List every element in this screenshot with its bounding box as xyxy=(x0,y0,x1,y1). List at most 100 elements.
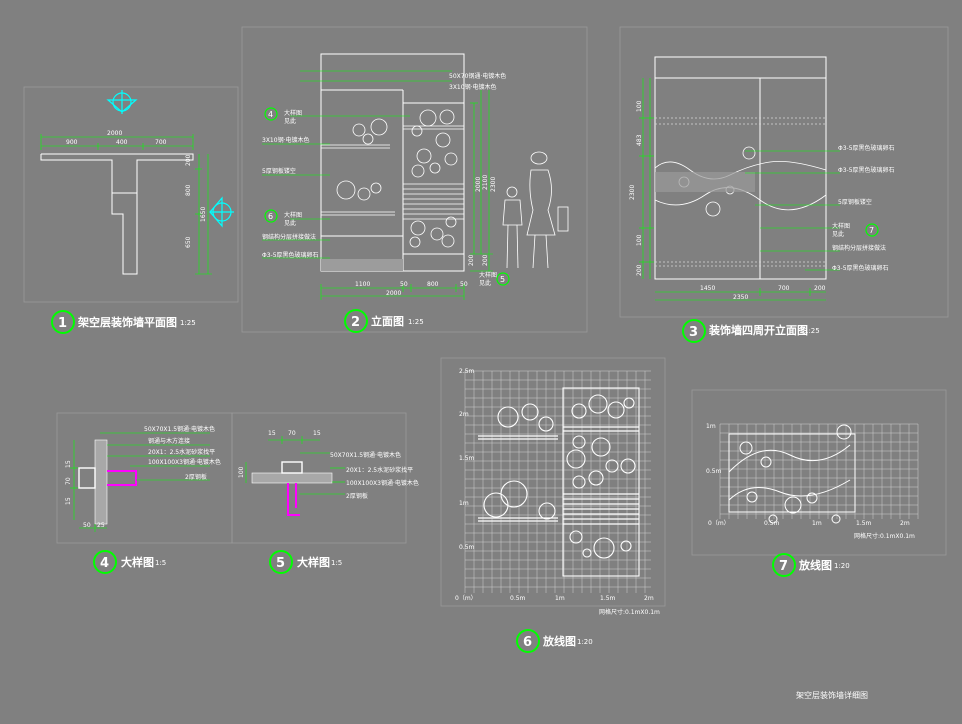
callout-number: 7 xyxy=(869,226,874,235)
unfold-dim-lines xyxy=(639,78,840,301)
view-caption: 大样图 xyxy=(121,555,154,569)
view6-setting-out: 2.5m 2m 1.5m 1m 0.5m 0（m） 0.5m 1m 1.5m 2… xyxy=(455,368,660,616)
view-caption: 大样图 xyxy=(297,555,330,569)
view-number: 5 xyxy=(276,556,285,571)
steel-plate xyxy=(287,483,300,516)
detail-label: 50X70X1.5钢通·电镀木色 xyxy=(330,451,401,459)
view-scale: 1:20 xyxy=(834,562,850,570)
axis-x-label: 0（m） xyxy=(708,520,730,527)
detail-dim: 15 xyxy=(65,497,72,505)
view-number: 2 xyxy=(351,315,360,330)
steel-tube xyxy=(281,461,303,474)
view-caption: 立面图 xyxy=(371,314,404,328)
elev-label: 大样图 xyxy=(284,211,302,219)
elev-label: 3X10钢·电镀木色 xyxy=(262,136,309,144)
view-number: 4 xyxy=(100,556,109,571)
unfold-label: 5厚钢板镂空 xyxy=(838,198,872,206)
view4-caption: 4 大样图 1:5 xyxy=(93,550,166,574)
callout-number: 6 xyxy=(268,212,273,221)
detail-label: 100X100X3钢通·电镀木色 xyxy=(346,479,419,487)
detail-dim: 70 xyxy=(65,477,72,485)
axis-y-label: 2.5m xyxy=(459,368,475,375)
detail-dim: 15 xyxy=(313,430,321,437)
axis-y-label: 0.5m xyxy=(459,544,475,551)
plan-dim: 400 xyxy=(116,139,128,146)
unfold-dim-total: 2350 xyxy=(733,294,748,301)
section-marker-icon xyxy=(209,196,234,228)
unfold-label: 钢结构分层拼接做法 xyxy=(832,244,886,252)
view5-detail: 15 70 15 100 50X70X1.5钢通·电镀木色 20X1：2.5水泥… xyxy=(238,430,419,516)
grid7-shapes xyxy=(728,424,856,524)
plan-outline xyxy=(40,153,194,275)
detail-dim: 100 xyxy=(238,466,245,478)
plan-dim: 1650 xyxy=(200,207,207,222)
elev-dim-lines xyxy=(262,70,493,300)
detail-dim: 50 xyxy=(83,522,91,529)
unfold-dim: 700 xyxy=(778,285,790,292)
view-caption: 装饰墙四周开立面图 xyxy=(708,323,808,337)
axis-y-label: 1m xyxy=(706,423,716,430)
view-scale: 1:5 xyxy=(155,559,166,567)
view-scale: 1:25 xyxy=(408,318,424,326)
view-number: 7 xyxy=(779,559,788,574)
plan-dim: 700 xyxy=(155,139,167,146)
slab-section xyxy=(251,472,333,484)
plan-dim: 200 xyxy=(185,154,192,166)
detail-label: 2厚钢板 xyxy=(346,492,368,500)
unfold-label: Φ3-5厚黑色玻璃卵石 xyxy=(838,144,895,152)
view2-caption: 2 立面图 1:25 xyxy=(344,309,424,333)
detail-dim: 15 xyxy=(65,460,72,468)
callout-number: 4 xyxy=(268,110,273,119)
scale-figures-icon xyxy=(502,151,569,269)
plan-dim: 800 xyxy=(185,184,192,196)
elev-label: 50X70钢通·电镀木色 xyxy=(449,72,506,80)
view-number: 3 xyxy=(689,325,698,340)
plan-dim: 900 xyxy=(66,139,78,146)
grid6-shapes xyxy=(483,387,640,577)
grid6-bars xyxy=(478,426,639,525)
detail-label: 钢通与木方连接 xyxy=(148,437,190,445)
view-caption: 放线图 xyxy=(798,558,832,572)
detail-label: 20X1：2.5水泥砂浆找平 xyxy=(148,448,215,456)
view-frames xyxy=(23,26,949,607)
elev-label: 见此 xyxy=(284,117,296,125)
plan-dim: 650 xyxy=(185,236,192,248)
elev-label: 钢结构分层拼接做法 xyxy=(262,233,316,241)
elev-label: 大样图 xyxy=(479,271,497,279)
view-caption: 放线图 xyxy=(542,634,576,648)
detail-label: 2厚钢板 xyxy=(185,473,207,481)
section-marker-icon xyxy=(106,90,138,114)
elev-label: 5厚钢板镂空 xyxy=(262,167,296,175)
axis-y-label: 1m xyxy=(459,500,469,507)
view2-elevation: 2000 2100 2300 200 200 1100 50 800 50 20… xyxy=(262,53,569,300)
elev-label: 3X10钢·电镀木色 xyxy=(449,83,496,91)
view4-detail: 15 70 15 50 25 50X70X1.5钢通·电镀木色 钢通与木方连接 … xyxy=(65,425,221,532)
view-number: 6 xyxy=(523,635,532,650)
wall-section xyxy=(94,439,108,525)
view3-unfolded-elevation: 100 483 2300 100 200 1450 700 200 2350 Φ… xyxy=(629,56,895,301)
elev-dim-total: 2000 xyxy=(386,290,401,297)
elev-label: 见此 xyxy=(479,279,491,287)
callout-marker xyxy=(865,223,879,237)
axis-x-label: 1m xyxy=(555,595,565,602)
elev-label: 大样图 xyxy=(284,109,302,117)
axis-x-label: 0（m） xyxy=(455,595,477,602)
elev-dim: 50 xyxy=(460,281,468,288)
axis-x-label: 2m xyxy=(644,595,654,602)
axis-x-label: 1.5m xyxy=(600,595,616,602)
view-scale: 1:25 xyxy=(180,319,196,327)
view1-caption: 1 架空层装饰墙平面图 1:25 xyxy=(51,310,196,334)
detail-label: 20X1：2.5水泥砂浆找平 xyxy=(346,466,413,474)
axis-x-label: 1.5m xyxy=(856,520,872,527)
elev-dim: 2100 xyxy=(482,175,489,190)
unfold-dim: 200 xyxy=(636,264,643,276)
plan-dim-total: 2000 xyxy=(107,130,122,137)
detail-dim-lines xyxy=(245,436,345,495)
wall-circles xyxy=(336,109,458,248)
unfold-dim: 100 xyxy=(636,100,643,112)
detail-dim: 15 xyxy=(268,430,276,437)
unfold-label: 大样图 xyxy=(832,222,850,230)
steel-tube xyxy=(78,467,96,489)
unfold-label: Φ3-5厚黑色玻璃卵石 xyxy=(838,166,895,174)
view-scale: 1:5 xyxy=(331,559,342,567)
